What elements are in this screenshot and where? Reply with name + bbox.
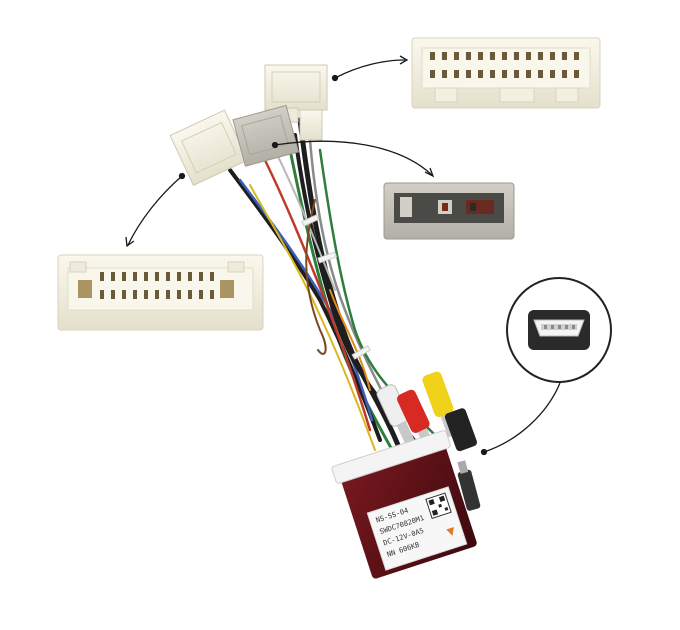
connector-pin — [144, 290, 148, 299]
connector-pin — [430, 70, 435, 78]
connector-pin — [502, 70, 507, 78]
antenna-plug — [457, 460, 481, 511]
connector-pin — [199, 272, 203, 281]
connector-pin — [490, 70, 495, 78]
decoder-module: NS-SS-04 SWDC70820M1 DC-12V-0A5 NN 606KB — [331, 430, 477, 579]
connector-pin — [144, 272, 148, 281]
rca-plugs — [376, 371, 481, 511]
connector-pin — [466, 70, 471, 78]
connector-pin — [538, 70, 543, 78]
connector-detail-grey — [383, 182, 515, 240]
connector-pin — [442, 52, 447, 60]
connector-detail-left — [57, 254, 264, 331]
connector-pin — [454, 52, 459, 60]
black-plug — [444, 408, 477, 452]
connector-pin — [550, 70, 555, 78]
connector-pin — [538, 52, 543, 60]
arrow-to-left-detail — [127, 175, 183, 246]
connector-pin — [100, 272, 104, 281]
connector-pin — [166, 290, 170, 299]
connector-pin — [454, 70, 459, 78]
connector-pin — [574, 52, 579, 60]
connector-pin — [574, 70, 579, 78]
connector-pin — [188, 290, 192, 299]
connector-pin — [430, 52, 435, 60]
connector-pin — [111, 272, 115, 281]
connector-pin — [502, 52, 507, 60]
arrow-to-grey-detail — [274, 140, 433, 176]
connector-pin — [442, 70, 447, 78]
connector-pin — [478, 52, 483, 60]
connector-pin — [100, 290, 104, 299]
connector-detail-top-right — [411, 37, 601, 109]
connector-pin — [199, 290, 203, 299]
arrow-to-usb-detail — [483, 382, 561, 453]
connector-pin — [210, 272, 214, 281]
connector-pin — [133, 272, 137, 281]
connector-pin — [177, 290, 181, 299]
pointer-arrows — [125, 55, 561, 456]
arrow-to-top-right-detail — [334, 59, 406, 79]
connector-pin — [550, 52, 555, 60]
connector-pin — [478, 70, 483, 78]
connector-pin — [210, 290, 214, 299]
connector-pin — [466, 52, 471, 60]
usb-port-detail — [506, 277, 612, 383]
harness-connector-top — [264, 64, 328, 141]
connector-pin — [122, 272, 126, 281]
connector-pin — [562, 70, 567, 78]
connector-pin — [490, 52, 495, 60]
connector-pin — [177, 272, 181, 281]
connector-pin — [526, 70, 531, 78]
connector-pin — [188, 272, 192, 281]
connector-pin — [166, 272, 170, 281]
connector-pin — [562, 52, 567, 60]
harness-connector-grey — [232, 104, 300, 167]
harness-connector-left — [169, 109, 249, 187]
connector-pin — [122, 290, 126, 299]
connector-pin — [514, 52, 519, 60]
logo-mark — [446, 527, 454, 536]
connector-pin — [133, 290, 137, 299]
connector-pin — [111, 290, 115, 299]
wire-bundle — [228, 117, 442, 462]
qr-code — [425, 492, 452, 519]
connector-pin — [526, 52, 531, 60]
connector-pin — [514, 70, 519, 78]
connector-pin — [155, 272, 159, 281]
connector-pin — [155, 290, 159, 299]
